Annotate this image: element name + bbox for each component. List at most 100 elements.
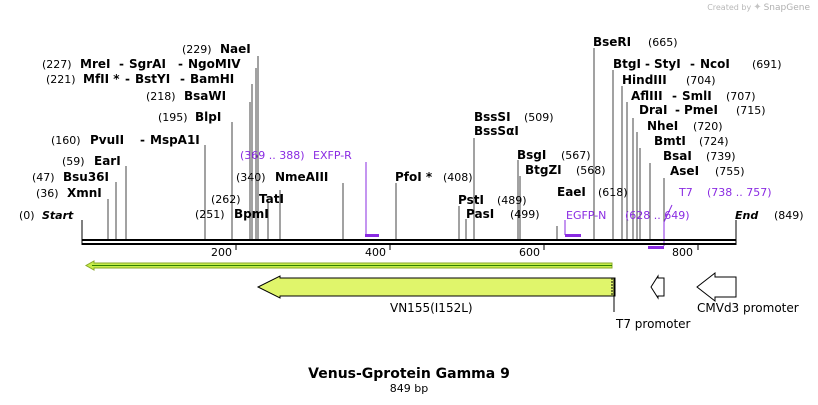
site-label-ncoi[interactable]: NcoI: [700, 57, 730, 71]
primer-range-exfp-r: (369 .. 388): [240, 149, 305, 162]
backbone: [81, 220, 737, 250]
site-label-btgi[interactable]: BtgI: [613, 57, 641, 71]
site-label-styi[interactable]: StyI: [654, 57, 681, 71]
site-label-eari[interactable]: EarI: [94, 154, 121, 168]
site-pos-nhei: (720): [693, 120, 723, 133]
site-pos-bsawi: (218): [146, 90, 176, 103]
feature-label-cmvd3-promoter[interactable]: CMVd3 promoter: [697, 301, 799, 315]
site-label-pfoi[interactable]: PfoI *: [395, 170, 433, 184]
primer-labels: (369 .. 388) EXFP-R EGFP-N (628 .. 649) …: [240, 149, 772, 222]
site-sep-btgi-2: -: [690, 57, 695, 71]
site-label-bseri[interactable]: BseRI: [593, 35, 631, 49]
site-label-bamhi[interactable]: BamHI: [190, 72, 234, 86]
primer-arrow-egfp-n[interactable]: [565, 234, 581, 237]
site-pos-eaei: (618): [598, 186, 628, 199]
map-title: Venus-Gprotein Gamma 9: [308, 366, 510, 382]
site-pos-bsgi: (567): [561, 149, 591, 162]
site-pos-drai: (715): [736, 104, 766, 117]
site-label-bmti[interactable]: BmtI: [654, 134, 686, 148]
site-label-naei[interactable]: NaeI: [220, 42, 251, 56]
site-label-ngomiv[interactable]: NgoMIV: [188, 57, 241, 71]
site-sep-btgi-1: -: [645, 57, 650, 71]
primer-label-exfp-r[interactable]: EXFP-R: [313, 149, 352, 162]
site-sep-mfli-2: -: [180, 72, 185, 86]
site-label-pmei[interactable]: PmeI: [684, 103, 718, 117]
snapgene-credit: Created by ✦ SnapGene: [707, 2, 810, 13]
tick-label-800: 800: [672, 246, 693, 259]
tick-label-600: 600: [519, 246, 540, 259]
site-label-nmeaiii[interactable]: NmeAIII: [275, 170, 328, 184]
site-label-bstyi[interactable]: BstYI: [135, 72, 170, 86]
site-sep-afliii: -: [672, 89, 677, 103]
site-label-smli[interactable]: SmlI: [682, 89, 712, 103]
site-pos-psti: (489): [497, 194, 527, 207]
feature-label-vn155[interactable]: VN155(I152L): [390, 301, 473, 315]
primer-arrow-t7[interactable]: [648, 246, 664, 249]
site-label-nhei[interactable]: NheI: [647, 119, 678, 133]
credit-prefix: Created by: [707, 3, 752, 12]
site-pos-asei: (755): [715, 165, 745, 178]
site-pos-bmti: (724): [699, 135, 729, 148]
site-label-bsssai[interactable]: BssSαI: [474, 124, 519, 138]
site-label-sgrai[interactable]: SgrAI: [129, 57, 166, 71]
site-pos-mrei: (227): [42, 58, 72, 71]
site-sep-mfli-1: -: [125, 72, 130, 86]
site-pos-eari: (59): [62, 155, 85, 168]
site-pos-pvuii: (160): [51, 134, 81, 147]
start-label: Start: [42, 209, 74, 222]
tick-label-200: 200: [211, 246, 232, 259]
primer-range-t7: (738 .. 757): [707, 186, 772, 199]
tick-label-400: 400: [365, 246, 386, 259]
site-label-pasi[interactable]: PasI: [466, 207, 494, 221]
site-label-bpmi[interactable]: BpmI: [234, 207, 269, 221]
axis-labels: 200 400 600 800 (0) Start End (849): [19, 209, 804, 259]
site-pos-bsu36i: (47): [32, 171, 55, 184]
site-label-afliii[interactable]: AflIII: [631, 89, 663, 103]
cds-arrow-vn155[interactable]: [256, 275, 616, 299]
site-label-tati[interactable]: TatI: [259, 192, 284, 206]
site-label-bsu36i[interactable]: Bsu36I: [63, 170, 109, 184]
site-pos-tati: (262): [211, 193, 241, 206]
site-label-xmni[interactable]: XmnI: [67, 186, 102, 200]
snapgene-logo-icon: ✦: [753, 2, 762, 13]
site-label-bsawi[interactable]: BsaWI: [184, 89, 226, 103]
site-label-bsgi[interactable]: BsgI: [517, 148, 546, 162]
site-label-bsai[interactable]: BsaI: [663, 149, 692, 163]
site-label-asei[interactable]: AseI: [670, 164, 699, 178]
promoter-arrow-cmvd3[interactable]: [696, 271, 737, 303]
site-pos-blpi: (195): [158, 111, 188, 124]
site-label-drai[interactable]: DraI: [639, 103, 667, 117]
site-pos-bsssi: (509): [524, 111, 554, 124]
promoter-arrow-t7[interactable]: [650, 274, 665, 300]
features: [84, 260, 737, 312]
site-label-psti[interactable]: PstI: [458, 193, 484, 207]
site-label-btgzi[interactable]: BtgZI: [525, 163, 562, 177]
site-label-pvuii[interactable]: PvuII: [90, 133, 124, 147]
site-label-mspa1i[interactable]: MspA1I: [150, 133, 200, 147]
site-lines: [107, 48, 665, 239]
site-pos-mfli: (221): [46, 73, 76, 86]
site-sep-drai: -: [675, 103, 680, 117]
site-pos-hindiii: (704): [686, 74, 716, 87]
primer-label-egfp-n[interactable]: EGFP-N: [566, 209, 606, 222]
start-position: (0): [19, 209, 35, 222]
site-label-mfli[interactable]: MfII *: [83, 72, 120, 86]
site-label-hindiii[interactable]: HindIII: [622, 73, 667, 87]
site-pos-btgzi: (568): [576, 164, 606, 177]
site-pos-nmeaiii: (340): [236, 171, 266, 184]
site-pos-bpmi: (251): [195, 208, 225, 221]
site-sep-pvuii: -: [140, 133, 145, 147]
site-pos-pasi: (499): [510, 208, 540, 221]
site-label-bsssi[interactable]: BssSI: [474, 110, 511, 124]
site-pos-bsai: (739): [706, 150, 736, 163]
primers: [365, 162, 673, 249]
primer-label-t7[interactable]: T7: [678, 186, 693, 199]
site-sep-mrei-2: -: [178, 57, 183, 71]
primer-arrow-exfp-r[interactable]: [365, 234, 379, 237]
site-label-mrei[interactable]: MreI: [80, 57, 110, 71]
feature-label-t7-promoter[interactable]: T7 promoter: [615, 317, 691, 331]
end-position: (849): [774, 209, 804, 222]
site-label-blpi[interactable]: BlpI: [195, 110, 221, 124]
site-label-eaei[interactable]: EaeI: [557, 185, 586, 199]
